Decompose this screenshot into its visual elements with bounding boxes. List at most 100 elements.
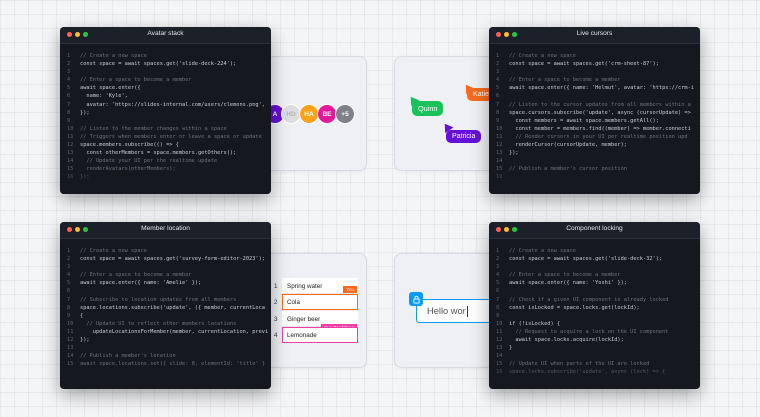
window-titlebar: Member location [60, 222, 271, 239]
table-row[interactable]: 4 Lemonade [272, 327, 358, 343]
line-number: 6 [496, 288, 500, 295]
avatar[interactable]: HD [281, 104, 301, 124]
maximize-dot-icon[interactable] [512, 227, 517, 232]
code-line: 3 [60, 68, 271, 76]
close-dot-icon[interactable] [67, 227, 72, 232]
code-text: // Listen to the member changes within a… [80, 125, 227, 132]
cursor-label-quinn: Quinn [412, 101, 444, 116]
line-number: 11 [496, 133, 503, 140]
maximize-dot-icon[interactable] [83, 32, 88, 37]
table-row[interactable]: 3 Ginger beer Sue Bradshaw [272, 311, 358, 331]
close-dot-icon[interactable] [496, 32, 501, 37]
code-line: 3 [489, 263, 700, 271]
line-number: 10 [496, 125, 503, 132]
code-line: 1// Create a new space [60, 52, 271, 60]
code-line: 7 avatar: 'https://slides-internal.com/u… [60, 101, 271, 109]
lock-icon [412, 295, 420, 304]
code-line: 4 // Enter a space to become a member [489, 76, 700, 84]
table-row[interactable]: 2 Cola You [272, 286, 358, 310]
code-text: space.cursors.subscribe('update', async … [509, 109, 691, 116]
line-number: 6 [67, 288, 71, 295]
maximize-dot-icon[interactable] [512, 32, 517, 37]
line-number: 12 [67, 142, 74, 149]
code-line: 6 [489, 92, 700, 100]
line-number: 2 [496, 61, 500, 68]
locked-input[interactable]: Hello wor [416, 299, 496, 323]
code-line: 12}); [60, 336, 271, 344]
code-text: if (!isLocked) { [509, 320, 561, 327]
code-text: // Enter a space to become a member [509, 77, 621, 84]
code-text: // Enter a space to become a member [509, 272, 621, 279]
code-line: 9 [489, 312, 700, 320]
code-text: const member = members.find((member) => … [509, 125, 691, 132]
line-number: 10 [67, 320, 74, 327]
code-line: 2 const space = await spaces.get('slide-d… [60, 60, 271, 68]
code-line: 10 // Update UI to reflect other members… [60, 320, 271, 328]
line-number: 4 [496, 77, 500, 84]
close-dot-icon[interactable] [67, 32, 72, 37]
code-line: 7// Subscribe to location updates from a… [60, 296, 271, 304]
code-text: // Listen to the cursor updates from all… [509, 101, 691, 108]
code-line: 11// Triggers when members enter or leav… [60, 133, 271, 141]
line-number: 6 [496, 93, 500, 100]
code-text: // Render cursors in your UI per realtim… [509, 133, 688, 140]
code-line: 6 name: 'Kyle', [60, 92, 271, 100]
line-number: 11 [496, 328, 503, 335]
code-text: space.members.subscribe(() => { [80, 142, 179, 149]
avatar[interactable]: BE [317, 104, 337, 124]
line-number: 9 [496, 312, 500, 319]
avatar[interactable]: HA [299, 104, 319, 124]
table-row[interactable]: 1 Spring water [272, 278, 358, 294]
line-number: 13 [496, 345, 503, 352]
code-text: // Enter a space to become a member [80, 77, 192, 84]
line-number: 1 [496, 248, 500, 254]
code-text: // Request to acquire a lock on the UI c… [509, 328, 669, 335]
minimize-dot-icon[interactable] [75, 32, 80, 37]
minimize-dot-icon[interactable] [504, 32, 509, 37]
code-line: 14// Publish a member's location [60, 352, 271, 360]
code-text: }); [80, 337, 90, 344]
window-title: Live cursors [576, 30, 613, 37]
code-line: 9{ [60, 312, 271, 320]
line-number: 1 [67, 248, 71, 254]
maximize-dot-icon[interactable] [83, 227, 88, 232]
line-number: 5 [67, 280, 71, 287]
code-text: // Update your UI per the realtime updat… [80, 158, 218, 165]
code-line: 14 [489, 352, 700, 360]
line-number: 9 [67, 117, 71, 124]
line-number: 13 [67, 345, 74, 352]
code-text: const isLocked = space.locks.get(lockId)… [509, 304, 640, 311]
line-number: 2 [496, 256, 500, 263]
line-number: 7 [496, 296, 500, 303]
minimize-dot-icon[interactable] [75, 227, 80, 232]
window-titlebar: Component locking [489, 222, 700, 239]
line-number: 9 [67, 312, 71, 319]
code-line: 4// Enter a space to become a member [489, 271, 700, 279]
code-text: updateLocationsForMember(member, current… [80, 328, 269, 335]
line-number: 14 [496, 158, 503, 165]
line-number: 2 [67, 61, 71, 68]
code-text: // Publish a member's location [80, 353, 176, 360]
code-text: avatar: 'https://slides-internal.com/use… [80, 101, 265, 108]
code-line: 8}); [60, 109, 271, 117]
window-controls [496, 32, 517, 37]
row-cell: Spring water [282, 278, 358, 294]
line-number: 6 [67, 93, 71, 100]
avatar[interactable]: +5 [335, 104, 355, 124]
code-text: // Update UI to reflect other members lo… [80, 320, 237, 327]
line-number: 1 [496, 53, 500, 59]
line-number: 4 [67, 272, 71, 279]
line-number: 9 [496, 117, 500, 124]
code-text: // Subscribe to location updates from al… [80, 296, 237, 303]
close-dot-icon[interactable] [496, 227, 501, 232]
window-titlebar: Live cursors [489, 27, 700, 44]
code-text: const space = await spaces.get('slide-de… [80, 61, 237, 68]
minimize-dot-icon[interactable] [504, 227, 509, 232]
